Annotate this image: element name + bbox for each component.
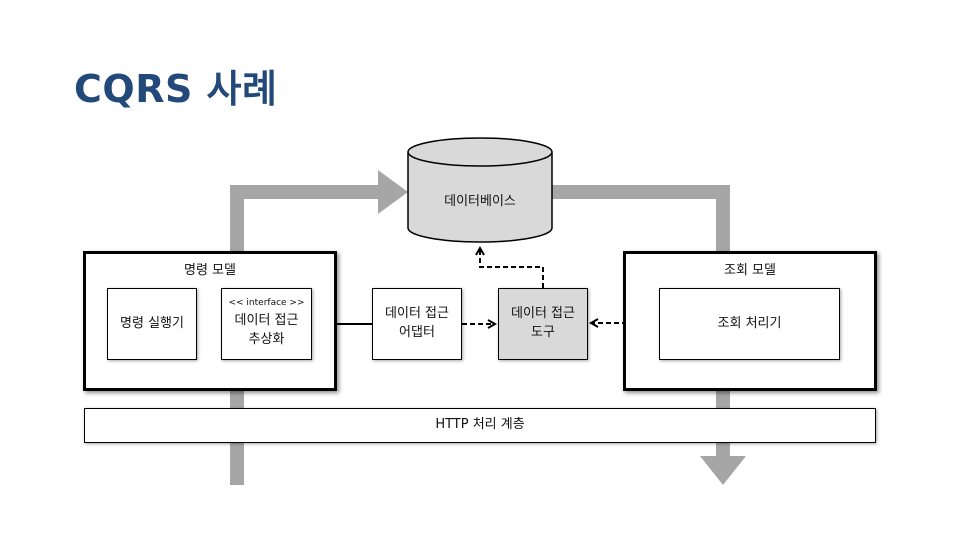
adapter-label-line2: 어댑터	[399, 325, 435, 340]
database-label: 데이터베이스	[444, 194, 516, 209]
query-model-label: 조회 모델	[724, 263, 776, 278]
command-executor-label: 명령 실행기	[120, 315, 184, 331]
data-access-adapter-box: 데이터 접근 어댑터	[372, 288, 462, 360]
query-processor-label: 조회 처리기	[717, 315, 782, 331]
data-access-abstraction-box: << interface >> 데이터 접근 추상화	[221, 288, 312, 360]
slide-title: CQRS 사례	[74, 67, 278, 111]
write-flow-arrowhead	[378, 170, 408, 214]
http-layer-box: HTTP 처리 계층	[84, 408, 876, 443]
tool-label-line1: 데이터 접근	[511, 306, 575, 322]
command-model-label: 명령 모델	[184, 263, 236, 278]
http-layer-label: HTTP 처리 계층	[435, 417, 525, 433]
read-flow-arrowhead	[700, 456, 746, 485]
interface-stereotype: << interface >>	[228, 298, 305, 309]
tool-to-database-arrow	[480, 248, 544, 288]
data-access-tool-box: 데이터 접근 도구	[498, 288, 588, 360]
command-executor-box: 명령 실행기	[107, 288, 197, 360]
database-cylinder	[407, 137, 553, 243]
abstraction-label-line2: 추상화	[248, 331, 285, 347]
query-processor-box: 조회 처리기	[659, 288, 840, 360]
tool-label-line2: 도구	[531, 325, 555, 340]
adapter-label-line1: 데이터 접근	[385, 306, 449, 322]
abstraction-label-line1: 데이터 접근	[234, 313, 299, 329]
